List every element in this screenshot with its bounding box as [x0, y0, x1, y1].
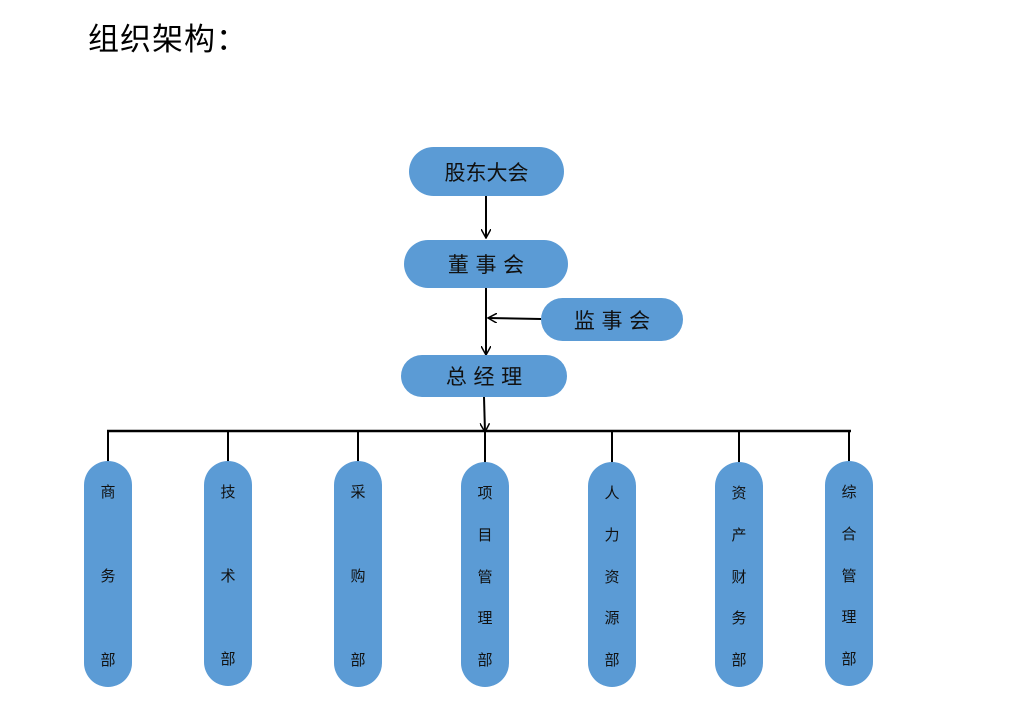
department-label-char: 理 — [841, 608, 857, 627]
department-label-char: 目 — [477, 525, 493, 544]
department-label-char: 管 — [841, 566, 857, 585]
department-box-7: 综合管理部 — [825, 461, 873, 686]
department-label-char: 综 — [841, 483, 857, 501]
department-label-char: 资 — [731, 484, 747, 502]
department-label-char: 源 — [604, 609, 620, 628]
department-label-char: 部 — [604, 651, 620, 669]
department-label-char: 采 — [350, 483, 366, 501]
node-general-manager: 总 经 理 — [401, 355, 567, 397]
department-label-char: 合 — [841, 524, 857, 543]
department-label-char: 部 — [220, 650, 236, 668]
department-box-6: 资产财务部 — [715, 462, 763, 687]
department-label-char: 部 — [731, 651, 747, 669]
node-board-of-directors: 董 事 会 — [404, 240, 568, 288]
department-label-char: 产 — [731, 525, 747, 544]
node-board-of-directors-label: 董 事 会 — [447, 253, 525, 277]
department-box-2: 技术部 — [204, 461, 252, 686]
department-label-char: 购 — [350, 567, 366, 585]
department-box-1: 商务部 — [84, 461, 132, 687]
department-label-char: 理 — [477, 609, 493, 628]
department-label-char: 部 — [100, 651, 116, 669]
department-label-char: 技 — [220, 483, 236, 501]
department-label-char: 管 — [477, 567, 493, 586]
department-label-char: 务 — [731, 609, 747, 628]
department-label-char: 人 — [604, 484, 620, 502]
page-title: 组织架构： — [88, 22, 248, 58]
department-label-char: 财 — [731, 567, 747, 586]
department-box-5: 人力资源部 — [588, 462, 636, 687]
node-shareholders-meeting: 股东大会 — [409, 147, 564, 196]
department-label-char: 部 — [477, 651, 493, 669]
arrow-supervisors-to-trunk — [488, 318, 542, 319]
department-box-3: 采购部 — [334, 461, 382, 687]
department-label-char: 商 — [100, 483, 116, 501]
department-label-char: 部 — [350, 651, 366, 669]
department-label-char: 术 — [220, 566, 236, 585]
department-label-char: 项 — [477, 484, 493, 502]
department-label-char: 资 — [604, 567, 620, 586]
node-board-of-supervisors: 监 事 会 — [541, 298, 683, 341]
department-label-char: 力 — [604, 525, 620, 544]
department-label-char: 部 — [841, 650, 857, 668]
arrow-gm-to-bus — [484, 396, 485, 432]
node-shareholders-meeting-label: 股东大会 — [444, 160, 529, 185]
node-general-manager-label: 总 经 理 — [445, 365, 523, 389]
department-label-char: 务 — [100, 567, 116, 585]
node-board-of-supervisors-label: 监 事 会 — [573, 308, 651, 333]
department-box-4: 项目管理部 — [461, 462, 509, 687]
